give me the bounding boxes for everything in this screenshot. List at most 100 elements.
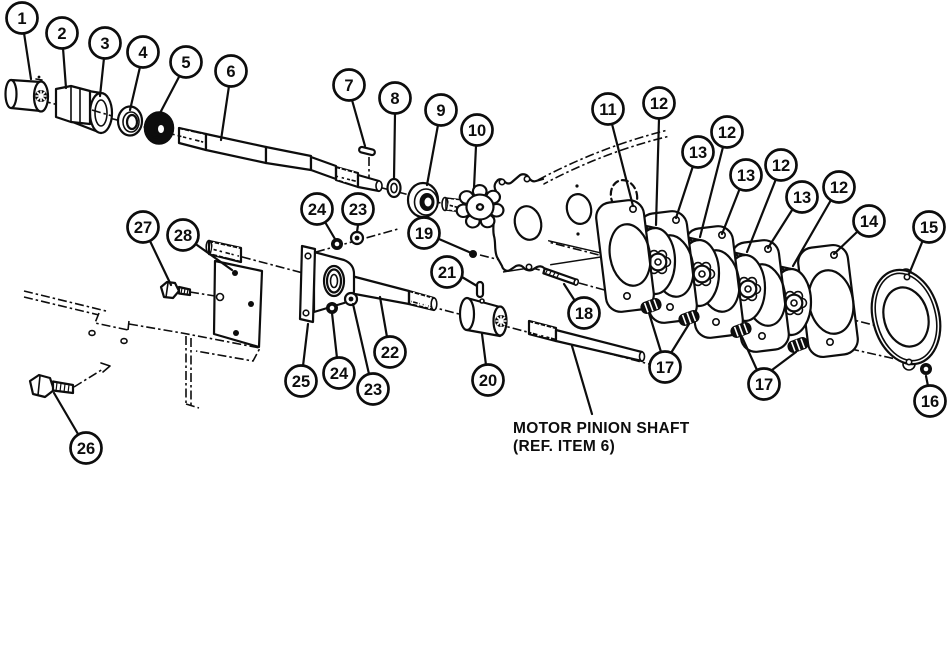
leader-line-item-13 [766,205,796,250]
bracket-hole [88,329,96,337]
callout-number-24: 24 [330,365,349,383]
leader-line-item-22 [378,295,389,339]
part-pinion-gear-10 [441,184,505,229]
callout-number-25: 25 [292,373,310,391]
callout-number-24: 24 [308,201,327,219]
callout-number-10: 10 [468,122,486,140]
leader-line-item-9 [425,123,440,187]
callout-balloon-9 [424,93,458,127]
leader-line-item-17 [669,322,691,355]
callout-number-13: 13 [793,189,811,207]
leader-line-item-3 [98,56,106,98]
callout-balloon-14 [852,204,886,238]
part-mounting-plate-28 [212,259,264,349]
callout-number-16: 16 [921,393,939,411]
callout-balloon-25 [284,364,318,398]
leader-line-item-24 [323,220,337,241]
phantom-bracket [23,290,262,409]
leader-line-item-17 [740,335,759,372]
callout-number-14: 14 [860,213,879,231]
callout-balloon-10 [460,113,494,147]
callout-balloon-28 [166,218,200,252]
callout-number-9: 9 [436,102,445,120]
leader-line-item-8 [392,112,397,181]
callout-balloon-12 [710,115,744,149]
leader-line-item-12 [745,177,778,254]
callout-number-23: 23 [349,201,367,219]
callout-number-17: 17 [755,376,773,394]
callout-number-12: 12 [718,124,736,142]
callout-number-4: 4 [138,44,148,62]
callout-balloon-11 [591,92,625,126]
callout-balloon-13 [785,180,819,214]
callout-balloon-19 [407,216,441,250]
callout-balloon-7 [332,68,366,102]
part-nut-23 [349,230,365,246]
leader-line-item-12 [791,198,833,268]
callout-number-12: 12 [650,95,668,113]
callout-balloon-6 [214,54,248,88]
callout-balloon-8 [378,81,412,115]
callout-number-21: 21 [438,264,456,282]
leader-line-item-14 [832,230,859,256]
callout-number-23: 23 [364,381,382,399]
part-coupling-20 [458,296,508,338]
part-spring-17 [785,335,811,355]
callout-number-11: 11 [599,101,616,119]
leader-line-item-21 [460,275,479,288]
callout-number-5: 5 [181,54,190,72]
leader-line-item-4 [128,65,142,112]
callout-number-13: 13 [689,144,707,162]
leader-line-item-20 [480,332,488,367]
leader-line-item-23 [351,302,371,376]
leader-line-item-18 [562,282,577,303]
callout-balloon-23 [356,372,390,406]
part-nut-2 [54,84,92,126]
callout-number-20: 20 [479,372,497,390]
callout-balloon-20 [471,363,505,397]
leader-line-item-17 [770,350,798,372]
leader-line-item-13 [674,164,695,220]
leader-line-item-12 [654,117,661,227]
callout-balloon-21 [430,255,464,289]
leader-line-item-27 [148,239,173,287]
part-splined-shaft-6 [177,126,383,193]
callout-balloon-1 [5,1,39,35]
part-nut-16 [920,363,932,375]
callout-number-2: 2 [57,25,66,43]
part-nut-23 [343,291,359,307]
callout-number-7: 7 [344,77,353,95]
leader-line-item-5 [157,73,182,117]
callout-number-27: 27 [134,219,152,237]
callout-number-15: 15 [920,219,938,237]
callout-balloon-17 [747,367,781,401]
part-screw-18 [542,267,580,286]
callout-number-6: 6 [226,63,235,81]
leader-line-item-7 [350,98,367,148]
callout-number-19: 19 [415,225,433,243]
callout-balloon-13 [681,135,715,169]
leader-line-item-25 [301,322,310,368]
leader-line-item-2 [61,46,68,90]
callout-number-8: 8 [390,90,399,108]
part-bushing-9 [406,181,440,219]
callout-balloon-16 [913,384,947,418]
callout-balloon-13 [729,158,763,192]
callout-balloon-15 [912,210,946,244]
part-retainer-ring-15 [870,268,942,371]
callout-number-12: 12 [772,157,790,175]
leader-line-item-15 [907,238,925,276]
callout-balloon-23 [341,192,375,226]
leader-line-item-26 [52,391,80,436]
leader-line-item-28 [195,243,234,272]
diagram-label-line1: MOTOR PINION SHAFT [513,420,690,437]
part-ball-19 [469,250,477,258]
leader-line-item-10 [472,144,478,190]
callout-balloon-22 [373,335,407,369]
part-pin-21 [475,280,485,299]
callout-balloon-24 [300,192,334,226]
part-end-plate-14 [797,243,859,359]
callout-number-12: 12 [830,179,848,197]
part-bracket-25 [298,244,356,324]
